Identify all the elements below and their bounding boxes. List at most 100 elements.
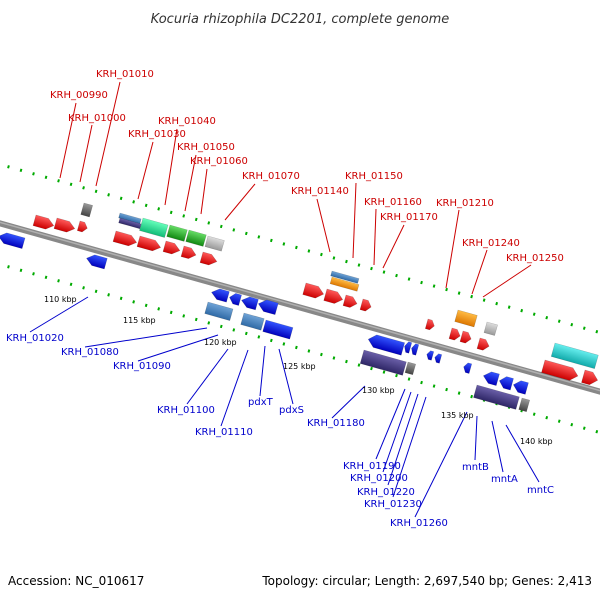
reverse-gene[interactable] (434, 353, 443, 364)
gene-block[interactable] (550, 342, 599, 369)
reverse-gene[interactable] (240, 295, 259, 311)
gene-label[interactable]: KRH_01220 (357, 487, 415, 498)
forward-gene[interactable] (302, 282, 325, 300)
forward-gene[interactable] (76, 220, 88, 233)
reverse-gene[interactable] (403, 341, 413, 354)
reverse-gene[interactable] (228, 292, 242, 306)
label-leader-line (164, 128, 178, 206)
gene-block[interactable] (166, 224, 188, 242)
gene-block[interactable] (204, 301, 234, 321)
reverse-gene[interactable] (462, 362, 473, 374)
gene-label[interactable]: KRH_01180 (307, 418, 365, 429)
upper-tick-row (0, 162, 600, 335)
gene-label[interactable]: KRH_01000 (68, 113, 126, 124)
forward-gene[interactable] (541, 359, 579, 382)
gene-label[interactable]: KRH_01200 (350, 473, 408, 484)
reverse-gene[interactable] (498, 375, 514, 391)
reverse-gene[interactable] (210, 287, 230, 303)
label-leader-line (382, 224, 405, 269)
gene-label[interactable]: mntC (527, 485, 554, 496)
forward-gene[interactable] (180, 245, 197, 260)
gene-block[interactable] (185, 229, 207, 247)
label-leader-line (29, 296, 89, 333)
gene-label[interactable]: KRH_01110 (195, 427, 253, 438)
forward-gene[interactable] (199, 251, 218, 267)
gene-label[interactable]: KRH_01080 (61, 347, 119, 358)
forward-gene[interactable] (459, 330, 473, 344)
lower-tick-row (0, 262, 600, 435)
gene-block[interactable] (330, 270, 360, 284)
forward-gene[interactable] (581, 369, 599, 387)
gene-block[interactable] (139, 217, 169, 238)
gene-label[interactable]: KRH_01250 (506, 253, 564, 264)
label-leader-line (224, 183, 256, 221)
forward-gene[interactable] (323, 288, 345, 305)
scale-label: 135 kbp (441, 411, 474, 420)
gene-label[interactable]: KRH_01100 (157, 405, 215, 416)
gene-block[interactable] (262, 319, 294, 340)
scale-label: 130 kbp (362, 386, 395, 395)
gene-label[interactable]: pdxS (279, 405, 304, 416)
forward-gene[interactable] (32, 214, 55, 231)
gene-block[interactable] (240, 312, 265, 331)
gene-block[interactable] (518, 397, 531, 413)
gene-block[interactable] (483, 321, 498, 336)
gene-label[interactable]: KRH_00990 (50, 90, 108, 101)
gene-label[interactable]: KRH_01150 (345, 171, 403, 182)
gene-label[interactable]: KRH_01170 (380, 212, 438, 223)
gene-label[interactable]: KRH_01040 (158, 116, 216, 127)
forward-gene[interactable] (342, 294, 358, 309)
forward-gene[interactable] (53, 217, 76, 234)
gene-block[interactable] (404, 361, 417, 376)
gene-label[interactable]: KRH_01260 (390, 518, 448, 529)
gene-label[interactable]: mntB (462, 462, 489, 473)
label-leader-line (445, 209, 460, 289)
gene-block[interactable] (473, 384, 520, 410)
forward-gene[interactable] (448, 327, 462, 341)
gene-block[interactable] (80, 202, 93, 218)
gene-label[interactable]: mntA (491, 474, 518, 485)
reverse-gene[interactable] (482, 370, 500, 386)
reverse-gene[interactable] (257, 298, 279, 315)
forward-gene[interactable] (476, 337, 491, 352)
gene-label[interactable]: KRH_01210 (436, 198, 494, 209)
gene-label[interactable]: KRH_01240 (462, 238, 520, 249)
gene-label[interactable]: KRH_01190 (343, 461, 401, 472)
gene-block[interactable] (329, 276, 360, 292)
gene-label[interactable]: pdxT (248, 397, 274, 408)
gene-label[interactable]: KRH_01030 (128, 129, 186, 140)
reverse-gene[interactable] (512, 379, 529, 395)
label-leader-line (375, 388, 406, 460)
scale-label: 110 kbp (44, 295, 77, 304)
label-leaders (29, 81, 540, 518)
gene-block[interactable] (454, 309, 478, 328)
gene-block[interactable] (204, 235, 225, 252)
reverse-gene[interactable] (426, 350, 435, 361)
forward-gene[interactable] (359, 298, 373, 312)
label-leader-line (137, 141, 154, 200)
label-leader-line (482, 264, 532, 298)
gene-block[interactable] (118, 217, 142, 230)
gene-label[interactable]: KRH_01010 (96, 69, 154, 80)
forward-gene[interactable] (162, 240, 181, 256)
label-leader-line (352, 182, 357, 259)
gene-label[interactable]: KRH_01230 (364, 499, 422, 510)
reverse-gene[interactable] (366, 333, 405, 356)
reverse-gene[interactable] (85, 253, 108, 270)
reverse-gene[interactable] (410, 343, 420, 356)
gene-label[interactable]: KRH_01050 (177, 142, 235, 153)
gene-label[interactable]: KRH_01060 (190, 156, 248, 167)
forward-gene[interactable] (112, 230, 138, 248)
gene-block[interactable] (359, 349, 407, 376)
reverse-gene-labels: KRH_01020 KRH_01080 KRH_01090 KRH_01100 … (6, 333, 554, 529)
gene-label[interactable]: KRH_01090 (113, 361, 171, 372)
gene-label[interactable]: KRH_01070 (242, 171, 300, 182)
gene-label[interactable]: KRH_01160 (364, 197, 422, 208)
gene-label[interactable]: KRH_01140 (291, 186, 349, 197)
tick-rows (0, 162, 600, 435)
forward-gene[interactable] (424, 318, 435, 331)
forward-gene[interactable] (136, 235, 162, 253)
reverse-gene[interactable] (0, 231, 26, 249)
gene-label[interactable]: KRH_01020 (6, 333, 64, 344)
